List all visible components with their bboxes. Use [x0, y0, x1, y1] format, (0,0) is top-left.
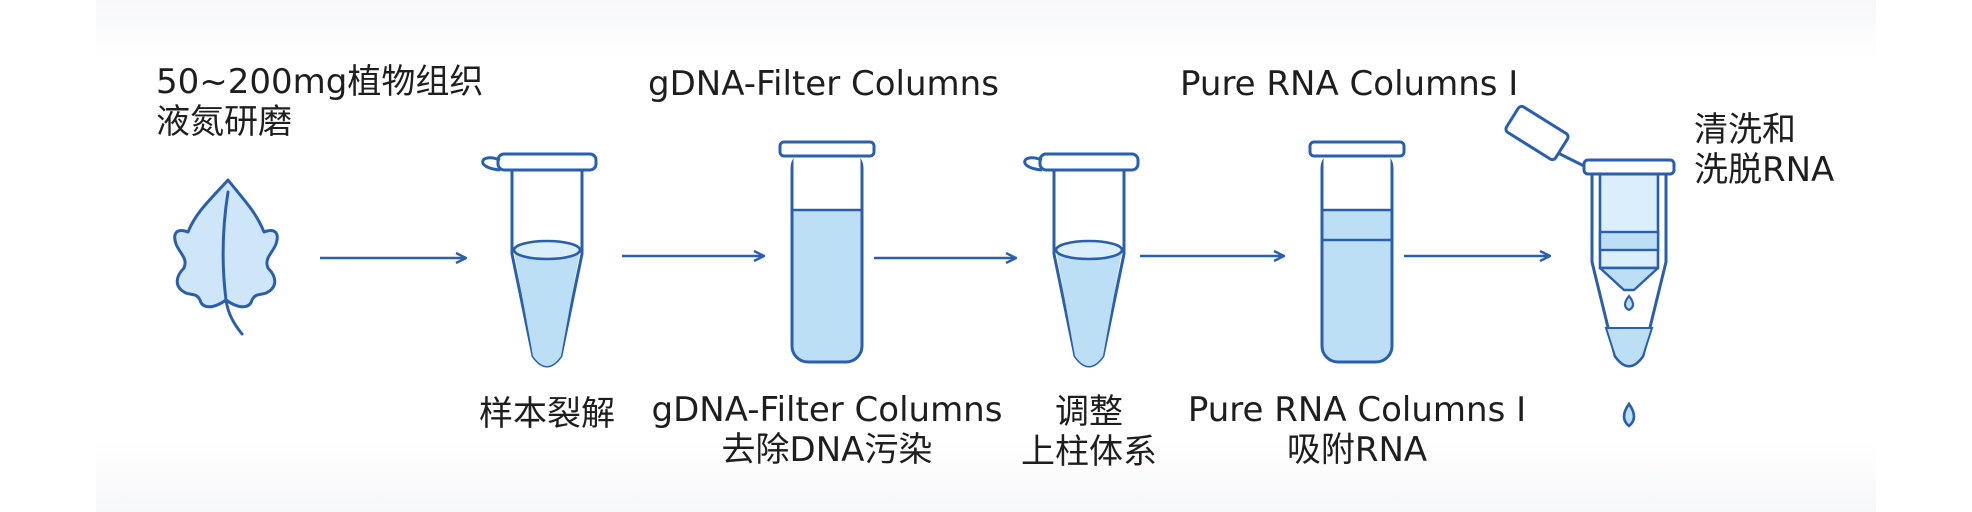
tissue-label-line1: 50~200mg植物组织 [156, 62, 484, 102]
gdna-filter-title: gDNA-Filter Columns [648, 64, 999, 104]
column-icon [778, 140, 876, 364]
pure-rna-title: Pure RNA Columns Ⅰ [1180, 64, 1519, 104]
step-adjust-label: 调整 上柱体系 [1021, 392, 1157, 472]
tube-icon [1023, 152, 1140, 368]
column-icon [1308, 140, 1406, 364]
leaf-icon [173, 178, 279, 336]
tissue-label-line2: 液氮研磨 [156, 102, 292, 142]
diagram-panel [96, 0, 1876, 512]
step-gdna-label: gDNA-Filter Columns 去除DNA污染 [651, 390, 1003, 470]
tissue-label: 50~200mg植物组织 液氮研磨 [156, 62, 483, 142]
step-adsorb-label: Pure RNA Columns Ⅰ 吸附RNA [1187, 390, 1527, 470]
elution-tube-icon [1504, 104, 1676, 428]
wash-elute-label: 清洗和 洗脱RNA [1694, 110, 1834, 190]
tube-icon [481, 152, 598, 368]
step-lysis-label: 样本裂解 [479, 394, 615, 434]
wash-elute-line1: 清洗和 [1694, 110, 1796, 150]
wash-elute-line2: 洗脱RNA [1694, 150, 1835, 190]
